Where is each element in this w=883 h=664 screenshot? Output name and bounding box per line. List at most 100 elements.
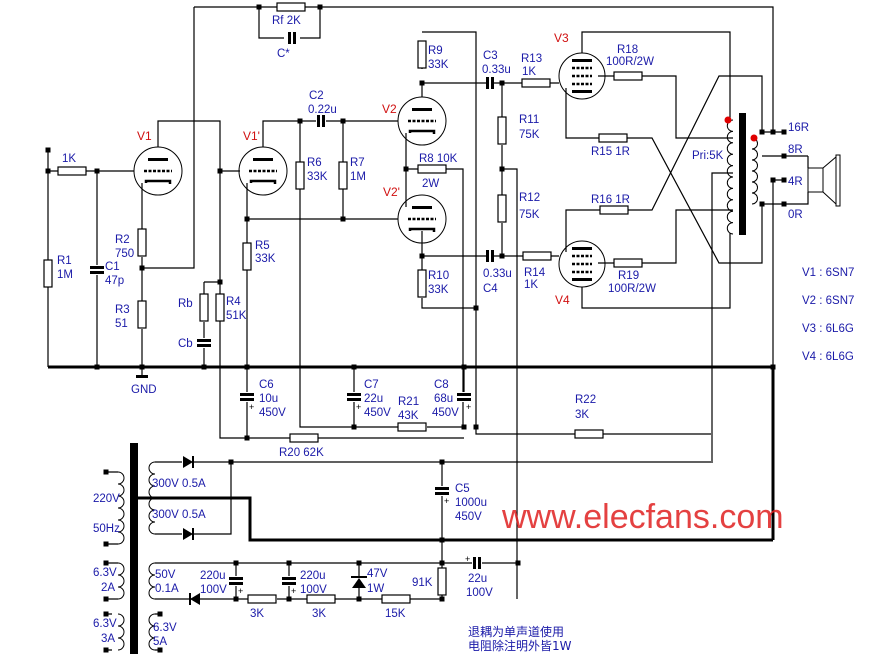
ground-symbol: [136, 375, 148, 378]
junction-node: [351, 364, 357, 370]
label-c1: C1: [105, 261, 120, 273]
label-c6: C6: [259, 379, 274, 391]
capacitor-plate: [486, 77, 489, 89]
label-r7v: 1M: [350, 171, 366, 183]
resistor: [215, 293, 225, 322]
label-c6w: 450V: [259, 407, 286, 419]
wire: [565, 75, 763, 252]
tube-v2: [397, 96, 447, 146]
resistor: [137, 228, 147, 257]
label-r5v: 33K: [255, 253, 276, 265]
junction-node: [473, 424, 479, 430]
label-v1: V1: [137, 129, 152, 143]
junction-node: [499, 80, 505, 86]
label-r1v: 1M: [57, 269, 73, 281]
capacitor-plate: [197, 339, 211, 342]
label-c5: C5: [455, 483, 470, 495]
wire: [247, 121, 464, 428]
resistor: [397, 422, 427, 432]
tube-type-4: V4 : 6L6G: [802, 351, 854, 363]
label-r10: R10: [428, 270, 449, 282]
junction-node: [157, 611, 163, 617]
speaker-icon: [807, 167, 824, 193]
capacitor-plate: [229, 577, 243, 580]
label-c4: C4: [483, 283, 498, 295]
junction-node: [217, 279, 223, 285]
power-transformer-core: [130, 443, 138, 654]
junction-node: [157, 647, 163, 653]
capacitor-plate: [90, 271, 104, 274]
label-r14v: 1K: [524, 279, 538, 291]
junction-node: [351, 424, 357, 430]
label-c7w: 450V: [364, 407, 391, 419]
junction-node: [403, 166, 409, 172]
junction-node: [233, 596, 239, 602]
label-r18: R18: [617, 44, 638, 56]
label-c5v: 1000u: [455, 497, 487, 509]
tube-type-1: V1 : 6SN7: [802, 267, 854, 279]
junction-node: [317, 4, 323, 10]
label-r9: R9: [428, 45, 443, 57]
label-zw: 1W: [367, 583, 384, 595]
junction-node: [286, 596, 292, 602]
label-b01: 0.1A: [155, 583, 179, 595]
capacitor-plate: [435, 487, 449, 490]
label-c2v: 0.22u: [308, 104, 337, 116]
resistor: [437, 567, 447, 596]
junction-node: [103, 647, 109, 653]
label-r7: R7: [350, 157, 365, 169]
resistor: [613, 71, 643, 81]
polarity-plus: +: [249, 402, 254, 412]
polarity-plus: +: [465, 554, 470, 564]
label-r20: R20 62K: [279, 447, 324, 459]
resistor: [613, 258, 643, 268]
capacitor-plate: [347, 398, 361, 401]
capacitor-plate: [240, 393, 254, 396]
label-p50: 50Hz: [93, 523, 120, 535]
capacitor-plate: [478, 557, 481, 569]
capacitor-plate: [282, 577, 296, 580]
label-pri: Pri:5K: [692, 150, 724, 162]
capacitor-plate: [240, 398, 254, 401]
wire: [203, 281, 220, 367]
tube-v3: [558, 52, 606, 100]
plate: [572, 59, 592, 62]
junction-node: [759, 201, 765, 207]
label-r2v: 750: [115, 248, 134, 260]
label-r3: R3: [115, 304, 130, 316]
resistor: [199, 293, 209, 322]
resistor: [338, 161, 348, 190]
plate: [572, 247, 592, 250]
label-h2b: 3A: [101, 633, 115, 645]
label-b50: 50V: [155, 569, 176, 581]
wire: [106, 471, 118, 545]
capacitor-plate: [491, 77, 494, 89]
phase-dot: [724, 116, 732, 124]
label-r21v: 43K: [398, 410, 419, 422]
label-h2sa: 6.3V: [153, 622, 177, 634]
resistor: [57, 166, 87, 176]
label-v3: V3: [554, 31, 569, 45]
center-tap-bus: [138, 367, 775, 542]
output-transformer-core: [739, 113, 746, 235]
label-r91: 91K: [412, 577, 433, 589]
capacitor-plate: [491, 250, 494, 262]
junction-node: [439, 537, 445, 543]
resistor: [417, 40, 427, 69]
wire: [194, 6, 774, 132]
junction-node: [439, 459, 445, 465]
plate: [412, 206, 432, 209]
label-c8: C8: [434, 379, 449, 391]
speaker-rim: [835, 154, 841, 207]
capacitor-plate: [90, 266, 104, 269]
wire: [141, 7, 195, 367]
junction-node: [781, 177, 787, 183]
label-r2: R2: [115, 234, 130, 246]
label-br3: 15K: [385, 608, 406, 620]
rectifier-diode: [183, 456, 193, 468]
label-c7: C7: [364, 379, 379, 391]
capacitor-plate: [229, 582, 243, 585]
resistor: [417, 164, 447, 174]
junction-node: [419, 253, 425, 259]
